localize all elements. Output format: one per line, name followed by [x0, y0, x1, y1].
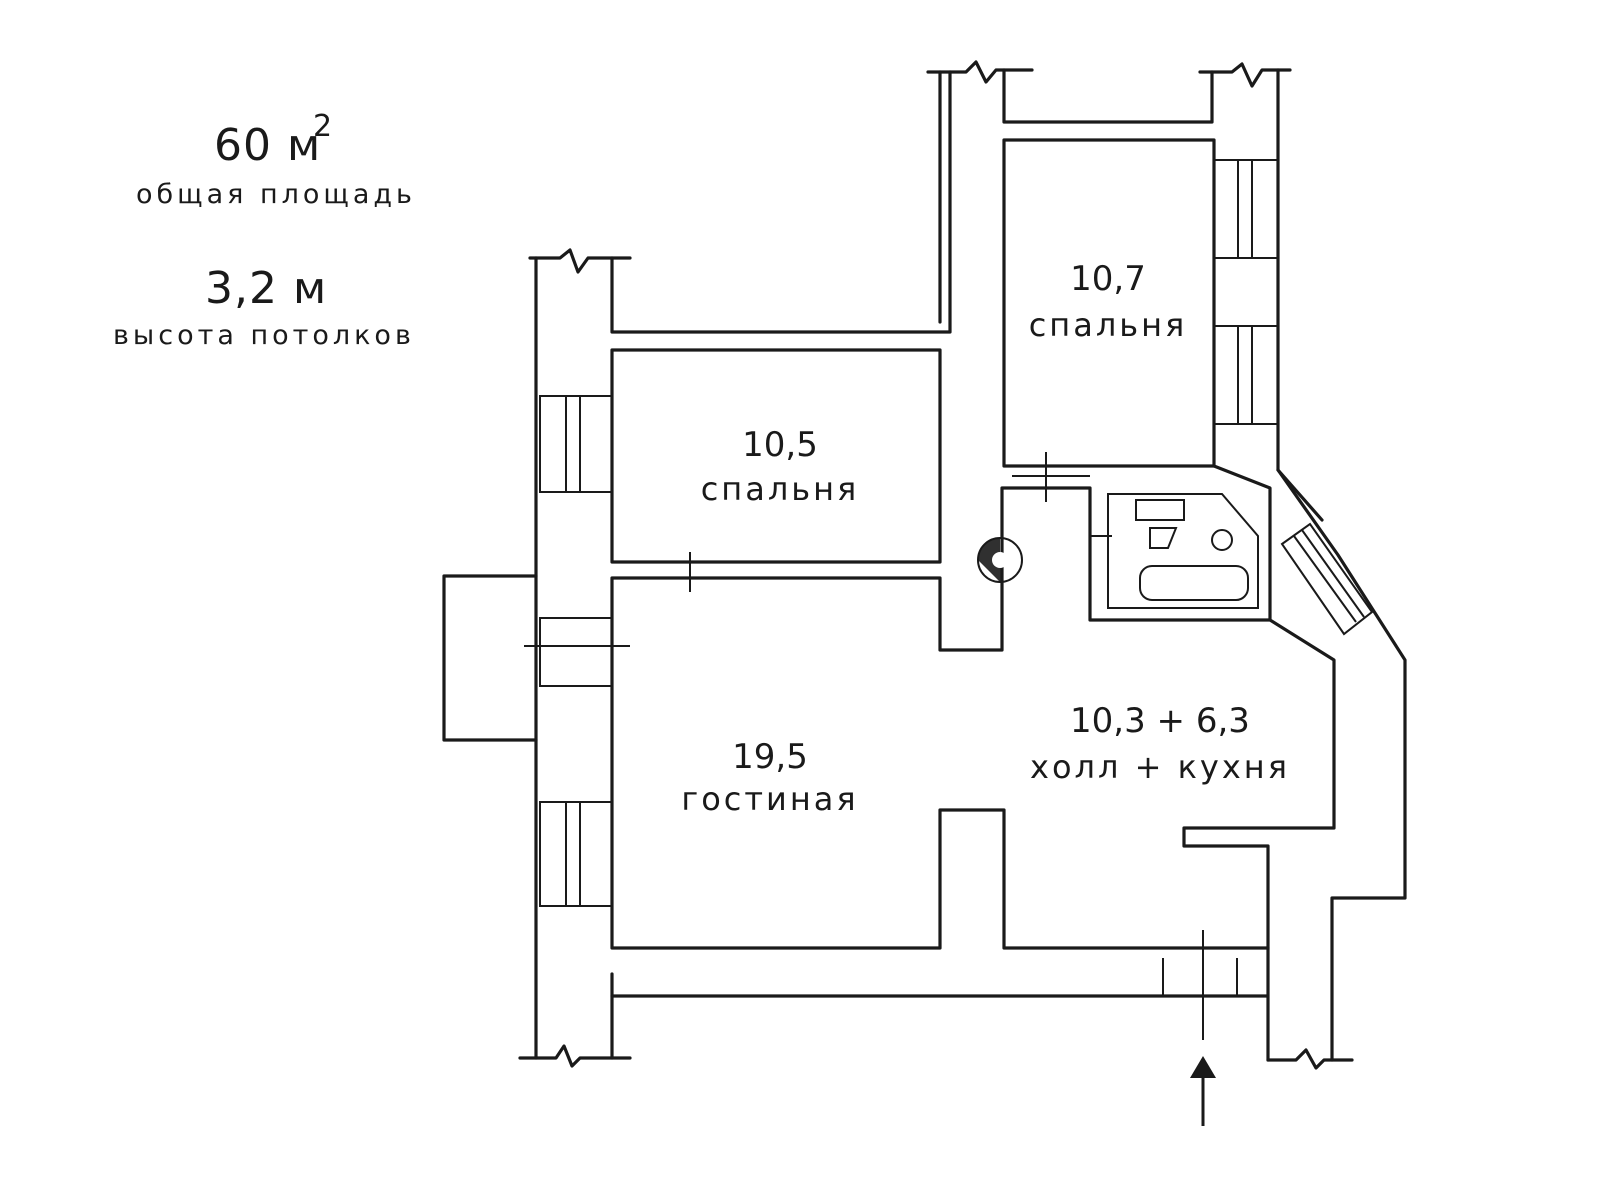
living-room-area: 19,5: [732, 737, 808, 777]
ceiling-height-value: 3,2 м: [205, 263, 327, 314]
entrance-arrow-icon: [1190, 1056, 1216, 1126]
balcony-door: [524, 617, 630, 687]
window-left-upper: [539, 395, 613, 493]
bathroom-outline: [1107, 493, 1259, 609]
summary-block: 60 м 2 общая площадь 3,2 м высота потолк…: [113, 109, 416, 351]
bedroom-large-name: спальня: [1029, 306, 1188, 344]
ceiling-height-caption: высота потолков: [113, 320, 415, 351]
window-left-lower: [539, 801, 613, 907]
bedroom-small-name: спальня: [701, 470, 860, 508]
top-wall-right: [1002, 68, 1214, 124]
bathtub-icon: [1139, 565, 1249, 601]
bottom-wall: [610, 946, 1270, 1062]
hall-kitchen-area: 10,3 + 6,3: [1070, 701, 1250, 741]
bedroom-large-outline: [1002, 138, 1216, 468]
break-mark-top-left: [528, 248, 632, 274]
door-marks: [640, 452, 1204, 1040]
door-bedroom-large: [1012, 452, 1090, 502]
window-right-upper: [1213, 159, 1279, 259]
hall-kitchen-name: холл + кухня: [1030, 748, 1290, 786]
stove-icon: [977, 537, 1023, 583]
door-bedroom-small: [640, 552, 740, 592]
window-right-middle: [1213, 325, 1279, 425]
toilet-icon: [1135, 499, 1185, 549]
break-mark-bottom-left: [518, 1044, 632, 1068]
living-room-name: гостиная: [681, 780, 858, 818]
area-unit-superscript: 2: [313, 109, 332, 144]
window-angled: [1280, 522, 1374, 636]
total-area-value: 60 м: [214, 120, 321, 171]
break-mark-top-center: [926, 60, 1034, 84]
break-mark-bottom-right: [1266, 1048, 1354, 1070]
walls: [442, 60, 1407, 1070]
sink-icon: [1211, 529, 1233, 551]
break-mark-top-right: [1198, 62, 1292, 88]
total-area-caption: общая площадь: [136, 179, 416, 210]
left-outer-wall: [534, 70, 952, 1060]
bedroom-small-area: 10,5: [742, 425, 818, 465]
bedroom-large-area: 10,7: [1070, 259, 1146, 299]
balcony-outline: [442, 574, 538, 742]
bathroom: [1107, 493, 1259, 609]
entrance-door-jamb: [1162, 930, 1238, 1026]
windows: [524, 159, 1374, 907]
room-labels: 10,5 спальня 10,7 спальня 19,5 гостиная …: [681, 259, 1290, 818]
